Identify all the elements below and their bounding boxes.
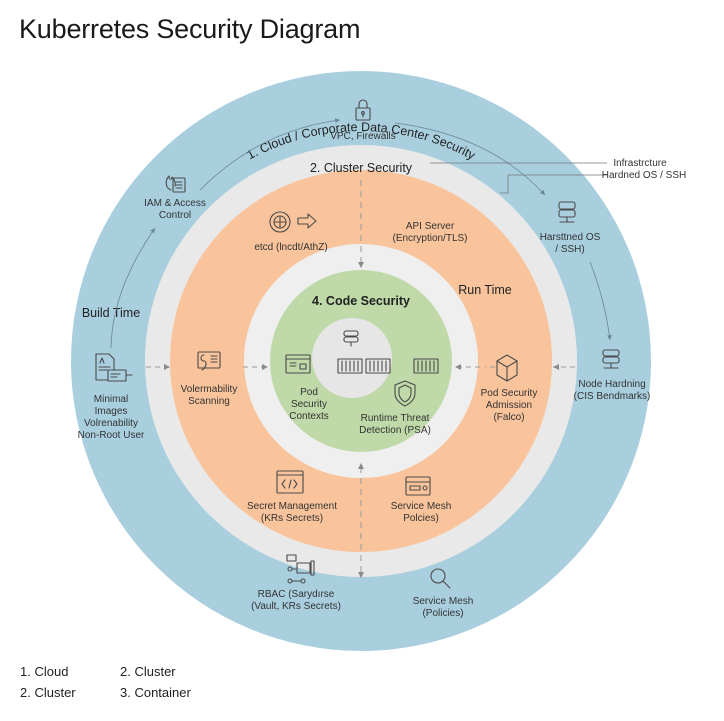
fire-document-icon xyxy=(165,175,186,193)
flow-arc-iam-to-vpc xyxy=(199,118,341,191)
node-label-line: Minimal xyxy=(94,394,128,405)
page-title: Kuberretes Security Diagram xyxy=(19,14,361,44)
code-ring-title: 4. Code Security xyxy=(312,294,410,308)
server-icon xyxy=(558,201,576,223)
node-label-line: IAM & Access xyxy=(144,198,206,209)
code-window-icon xyxy=(276,470,304,494)
legend: 1. Cloud 2. Cluster 2. Cluster 3. Contai… xyxy=(20,664,220,700)
scan-icon xyxy=(197,351,221,371)
node-label-line: Contexts xyxy=(289,411,328,422)
node-label-line: Detection (PSA) xyxy=(359,425,431,436)
node-label-line: / SSH) xyxy=(555,244,584,255)
node-label-hardened-os: Harsttned OS/ SSH) xyxy=(540,232,601,255)
node-label-line: Volrenability xyxy=(84,418,138,429)
node-label-line: Service Mesh xyxy=(413,596,474,607)
node-label-line: etcd (lncdt/AthZ) xyxy=(254,242,327,253)
arrow-right-icon xyxy=(297,213,317,229)
node-label-line: Pod Security xyxy=(481,388,538,399)
shield-icon xyxy=(394,380,416,407)
flow-arc-build-to-iam xyxy=(110,227,156,349)
legend-item: 2. Cluster xyxy=(120,664,176,679)
core-circle xyxy=(312,318,392,398)
legend-item: 3. Container xyxy=(120,685,191,700)
run-time-label: Run Time xyxy=(458,283,512,297)
node-label-secret-mgmt: Secret Management(KRs Secrets) xyxy=(247,501,337,524)
callout-infrastructure: Infrastrcture xyxy=(613,158,667,169)
node-label-vpc: VPC, Firewalls xyxy=(330,131,396,142)
callout-line-2 xyxy=(500,174,607,194)
callout-hardened-os: Hardned OS / SSH xyxy=(602,170,686,181)
node-label-line: Runtime Threat xyxy=(361,413,430,424)
node-label-line: VPC, Firewalls xyxy=(330,131,396,142)
node-label-line: Admission xyxy=(486,400,532,411)
node-label-line: Images xyxy=(95,406,128,417)
node-label-line: (Policies) xyxy=(422,608,463,619)
server-network-icon xyxy=(602,349,620,369)
document-icon xyxy=(95,353,133,382)
box-icon xyxy=(496,354,518,382)
node-label-line: Volermability xyxy=(181,384,238,395)
network-icon xyxy=(286,554,315,584)
node-label-line: Service Mesh xyxy=(391,501,452,512)
node-label-line: API Server xyxy=(406,221,455,232)
node-label-line: Polcies) xyxy=(403,513,439,524)
shipping-container-icon xyxy=(337,358,363,374)
node-label-node-hardening: Node Hardning(CIS Bendmarks) xyxy=(574,379,651,402)
shipping-container-icon xyxy=(365,358,391,374)
node-label-line: (CIS Bendmarks) xyxy=(574,391,651,402)
node-label-line: Security xyxy=(291,399,327,410)
node-label-line: Scanning xyxy=(188,396,230,407)
node-label-line: Pod xyxy=(300,387,318,398)
window-icon xyxy=(285,354,311,374)
lock-icon xyxy=(355,99,371,121)
node-label-line: Node Hardning xyxy=(578,379,645,390)
node-label-api-server: API Server(Encryption/TLS) xyxy=(392,221,467,244)
node-label-line: (Vault, KRs Secrets) xyxy=(251,601,341,612)
container-icon xyxy=(343,330,359,347)
shipping-container-icon xyxy=(413,358,439,374)
flow-arc-vpc-to-os xyxy=(394,122,546,196)
search-icon xyxy=(430,568,451,589)
legend-item: 1. Cloud xyxy=(20,664,69,679)
node-label-line: (Falco) xyxy=(493,412,524,423)
build-time-label: Build Time xyxy=(82,306,140,320)
node-label-line: (KRs Secrets) xyxy=(261,513,323,524)
node-label-line: RBAC (Sarydırse xyxy=(258,589,335,600)
node-label-line: Non-Root User xyxy=(78,430,145,441)
node-label-line: Control xyxy=(159,210,191,221)
node-label-line: (Encryption/TLS) xyxy=(392,233,467,244)
node-label-line: Harsttned OS xyxy=(540,232,601,243)
node-label-service-mesh-outer: Service Mesh(Policies) xyxy=(413,596,474,619)
card-icon xyxy=(405,476,431,496)
brain-icon xyxy=(269,211,291,233)
cluster-ring-title: 2. Cluster Security xyxy=(310,161,413,175)
node-label-line: Secret Management xyxy=(247,501,337,512)
node-label-rbac: RBAC (Sarydırse(Vault, KRs Secrets) xyxy=(251,589,341,612)
legend-item: 2. Cluster xyxy=(20,685,76,700)
node-label-etcd: etcd (lncdt/AthZ) xyxy=(254,242,327,253)
flow-arc-os-to-node xyxy=(589,261,612,341)
